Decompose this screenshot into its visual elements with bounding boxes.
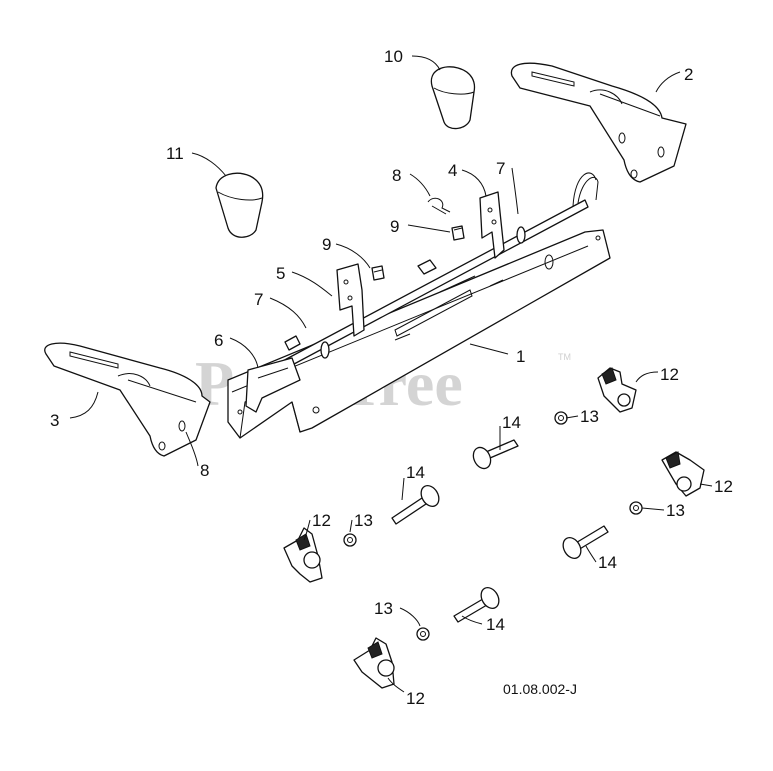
callout-7-top: 7	[496, 159, 505, 178]
callout-13-b: 13	[666, 501, 685, 520]
part-3-left-handle[interactable]	[44, 342, 211, 457]
callout-1: 1	[516, 347, 525, 366]
part-12-knob-right-top[interactable]	[597, 367, 637, 413]
callout-14-c: 14	[598, 553, 617, 572]
callout-12-bottom: 12	[406, 689, 425, 708]
callout-8-bottom: 8	[200, 461, 209, 480]
part-14-bolt-a[interactable]	[470, 439, 519, 471]
reference-code: 01.08.002-J	[503, 681, 577, 697]
callout-13-a: 13	[580, 407, 599, 426]
callout-3: 3	[50, 411, 59, 430]
part-10-knob[interactable]	[430, 66, 476, 130]
callout-8-top: 8	[392, 166, 401, 185]
part-12-knob-right-mid[interactable]	[661, 451, 705, 497]
part-8-hairpin-top[interactable]	[427, 197, 451, 215]
leader-lines	[69, 55, 713, 693]
callout-12-left: 12	[312, 511, 331, 530]
part-14-bolt-c[interactable]	[560, 525, 609, 562]
callout-12-right-top: 12	[660, 365, 679, 384]
callout-9-left: 9	[322, 235, 331, 254]
part-12-knob-left[interactable]	[283, 527, 323, 583]
callout-5: 5	[276, 264, 285, 283]
part-12-knob-bottom[interactable]	[353, 637, 395, 689]
part-14-bolt-d[interactable]	[453, 584, 502, 623]
callout-7-left: 7	[254, 290, 263, 309]
callout-13-c: 13	[354, 511, 373, 530]
part-6-bracket[interactable]	[245, 357, 301, 413]
part-9-bolt-left[interactable]	[371, 265, 385, 281]
callout-13-d: 13	[374, 599, 393, 618]
callout-4: 4	[448, 161, 457, 180]
callout-10: 10	[384, 47, 403, 66]
callout-14-d: 14	[486, 615, 505, 634]
part-13-nut-d[interactable]	[416, 627, 430, 641]
part-5-bracket[interactable]	[336, 263, 365, 337]
callout-2: 2	[684, 65, 693, 84]
callout-12-right-mid: 12	[714, 477, 733, 496]
part-13-nut-b[interactable]	[629, 501, 643, 515]
callout-14-b: 14	[406, 463, 425, 482]
part-4-bracket[interactable]	[479, 191, 505, 259]
clip-tab[interactable]	[417, 259, 437, 275]
watermark-trademark: TM	[558, 352, 571, 362]
part-2-right-handle[interactable]	[510, 62, 687, 183]
callout-11: 11	[166, 144, 184, 163]
part-13-nut-c[interactable]	[343, 533, 357, 547]
part-13-nut-a[interactable]	[554, 411, 568, 425]
callout-6: 6	[214, 331, 223, 350]
part-11-knob[interactable]	[215, 172, 264, 238]
callout-numbers: 1 2 3 4 5 6 7 7 8 8 9 9 10 11 12 12 12 1…	[50, 47, 733, 708]
shaft-rod[interactable]	[261, 172, 599, 380]
part-14-bolt-b[interactable]	[391, 482, 442, 525]
callout-14-a: 14	[502, 413, 521, 432]
callout-9-top: 9	[390, 217, 399, 236]
clip-tab-2[interactable]	[284, 335, 301, 351]
part-9-bolt-top[interactable]	[451, 225, 465, 241]
